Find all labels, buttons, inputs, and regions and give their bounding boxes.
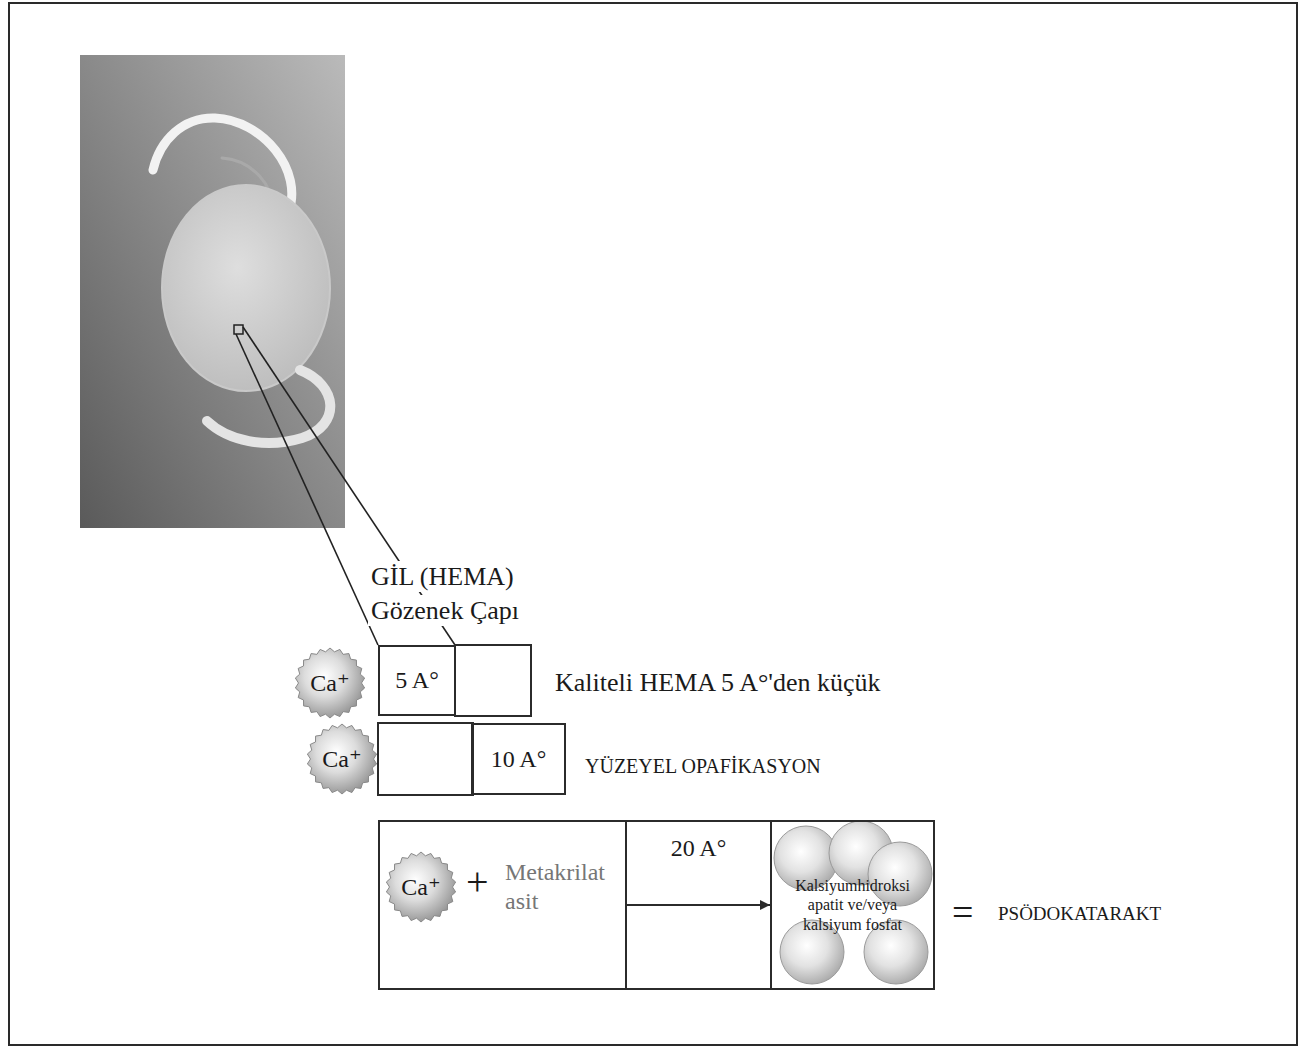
- heading-label: Gözenek Çapı: [368, 595, 522, 626]
- pore-box: 5 A°: [378, 645, 456, 716]
- product-cell: Kalsiyumhidroksi apatit ve/veya kalsiyum…: [770, 820, 935, 990]
- note-label: Kaliteli HEMA 5 A°'den küçük: [555, 667, 881, 698]
- ion-burst-shape: [307, 724, 376, 794]
- ion-circle: Ca⁺: [306, 723, 378, 795]
- pore-box: 10 A°: [471, 723, 566, 795]
- zoom-leader: [236, 334, 378, 645]
- ion-burst-shape: [295, 648, 364, 718]
- lens-photo: [80, 55, 345, 528]
- page-frame: [9, 3, 1297, 1045]
- pore-box: [455, 645, 531, 716]
- node-text: Kalsiyumhidroksi apatit ve/veya kalsiyum…: [786, 876, 920, 934]
- ion-circle: Ca⁺: [385, 851, 457, 923]
- ion-circle: Ca⁺: [294, 647, 366, 719]
- crystal-bubble: [868, 842, 932, 906]
- node-text: Ca⁺: [310, 669, 349, 698]
- crystal-bubbles: [774, 821, 932, 984]
- plus-sign: +: [466, 862, 489, 902]
- pore-box: [378, 723, 473, 795]
- node-text: Metakrilat asit: [505, 858, 605, 916]
- equals-sign: =: [952, 893, 973, 931]
- note-label: YÜZEYEL OPAFİKASYON: [585, 754, 821, 778]
- reaction-arrow: [627, 904, 770, 906]
- lens-optic: [162, 185, 330, 391]
- result-label: PSÖDOKATARAKT: [998, 903, 1161, 926]
- node-text: Ca⁺: [322, 745, 361, 774]
- node-text: Ca⁺: [401, 873, 440, 902]
- reaction-cell: Ca⁺ Metakrilat asit: [378, 820, 627, 990]
- node-text: 5 A°: [395, 666, 439, 695]
- heading-label: GİL (HEMA): [368, 561, 517, 592]
- photo-ground: [80, 55, 345, 528]
- ion-burst-shape: [386, 852, 455, 922]
- pore-cell: 20 A°: [625, 820, 772, 990]
- node-text: 20 A°: [671, 834, 727, 863]
- node-text: 10 A°: [491, 745, 547, 774]
- zoom-square: [234, 325, 243, 334]
